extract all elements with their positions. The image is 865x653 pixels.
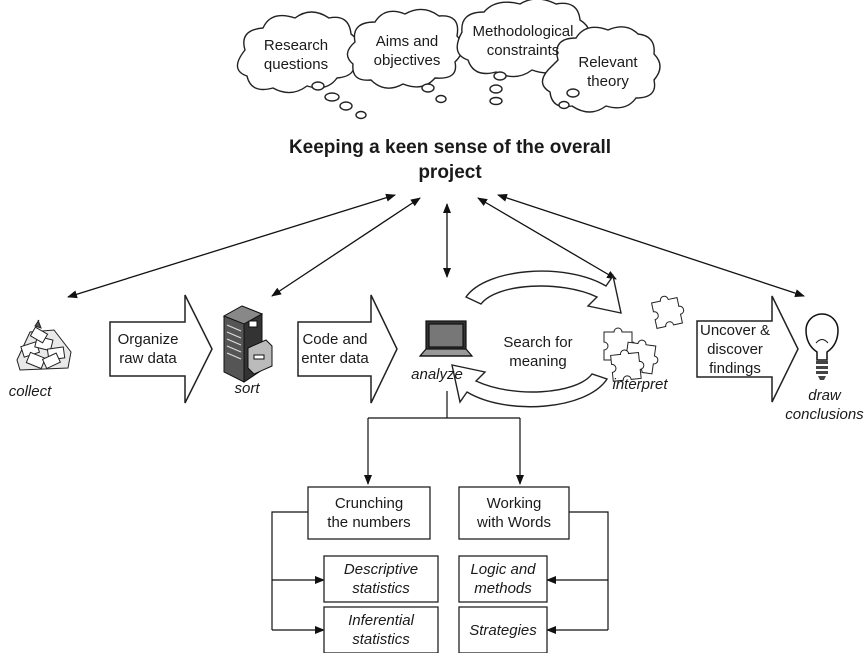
box-working-words [458, 486, 570, 540]
arrow-label-uncover: Uncover & discover findings [699, 322, 771, 377]
stage-draw-conclusions: draw conclusions [785, 387, 864, 423]
box-logic-methods [458, 555, 548, 603]
stage-analyze: analyze [411, 366, 463, 383]
box-descriptive-statistics [323, 555, 439, 603]
bubble-label-theory: Relevant theory [578, 54, 638, 90]
bubble-label-methodological: Methodological constraints [472, 23, 574, 59]
cycle-arrow-top [464, 270, 622, 314]
diagram-title: Keeping a keen sense of the overall proj… [288, 137, 612, 183]
bubble-label-aims: Aims and objectives [373, 33, 441, 69]
cycle-arrow-bottom [451, 364, 609, 408]
box-crunching-numbers [307, 486, 431, 540]
cycle-label: Search for meaning [503, 334, 573, 370]
paper-pile-icon [16, 319, 72, 371]
label-crunching-numbers: Crunching the numbers [327, 495, 411, 531]
link-conclusions [497, 194, 805, 297]
link-sort [271, 197, 421, 297]
link-collect [67, 193, 396, 299]
arrow-organize [109, 294, 213, 404]
arrow-code [297, 294, 398, 404]
filing-cabinet-icon [222, 305, 273, 383]
right-rail [569, 511, 609, 630]
arrow-uncover [696, 295, 799, 403]
bubble-label-research: Research questions [263, 37, 329, 73]
arrow-label-organize: Organize raw data [117, 331, 179, 367]
thought-bubble-aims [346, 8, 464, 89]
label-logic-methods: Logic and methods [470, 561, 536, 597]
box-inferential-statistics [323, 606, 439, 653]
box-strategies [458, 606, 548, 653]
label-descriptive-statistics: Descriptive statistics [343, 561, 419, 597]
laptop-icon [418, 320, 474, 357]
stage-sort: sort [234, 380, 260, 397]
puzzle-pieces-icon [603, 295, 685, 382]
link-interpret [477, 197, 617, 280]
arrow-label-code: Code and enter data [301, 331, 369, 367]
light-bulb-icon [805, 313, 839, 380]
left-rail [271, 511, 308, 630]
stage-collect: collect [8, 383, 52, 400]
label-inferential-statistics: Inferential statistics [348, 612, 414, 648]
label-working-words: Working with Words [477, 495, 551, 531]
label-strategies: Strategies [469, 622, 537, 639]
stage-interpret: interpret [612, 376, 668, 393]
